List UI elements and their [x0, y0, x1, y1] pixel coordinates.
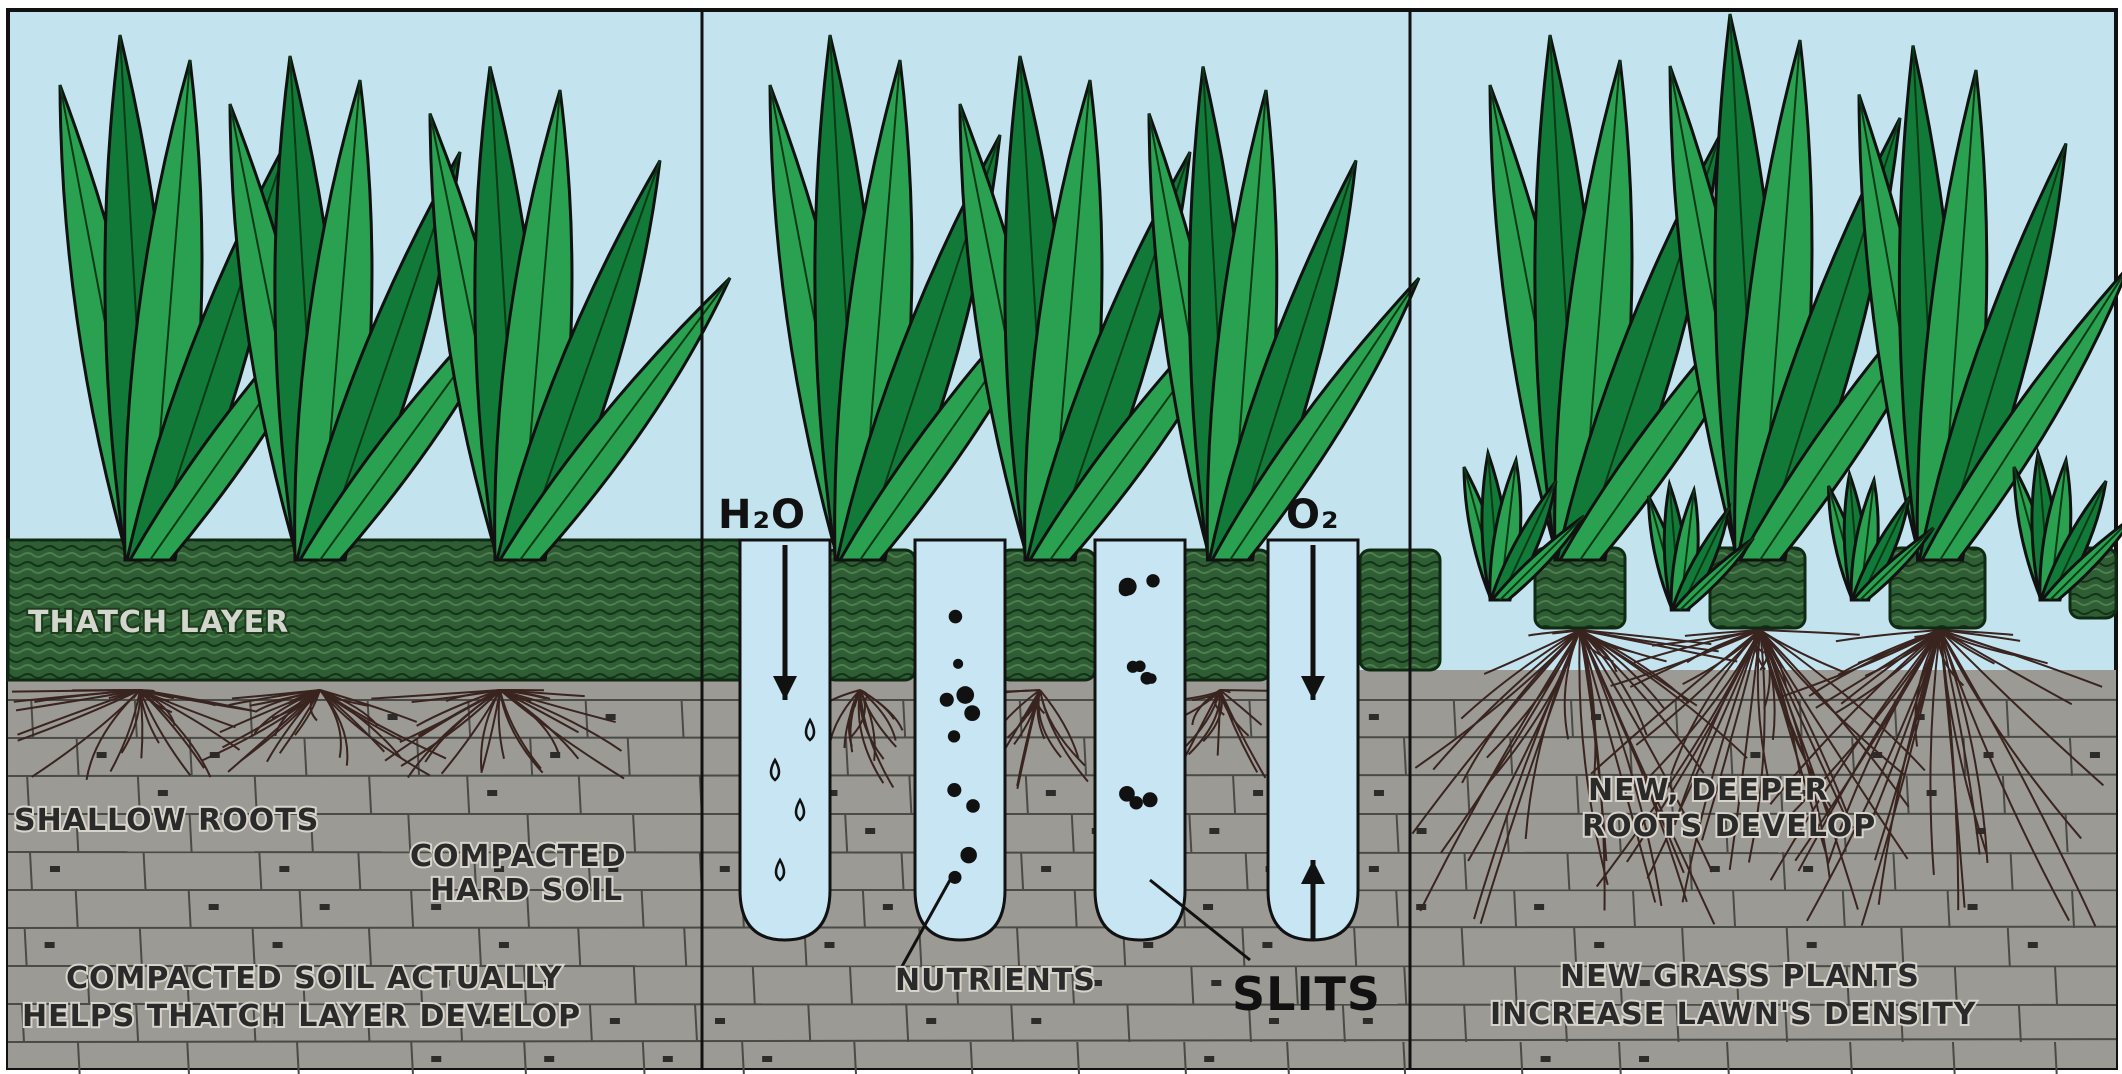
nutrient-particle-icon [1119, 578, 1137, 596]
compacted-soil-label-1: COMPACTED [410, 839, 627, 874]
nutrient-particle-icon [1146, 574, 1159, 587]
slit [1095, 540, 1185, 940]
thatch-clump [1175, 550, 1270, 680]
nutrients-label: NUTRIENTS [895, 963, 1096, 998]
nutrient-particle-icon [1146, 673, 1157, 684]
compacted-soil-label-2: HARD SOIL [430, 873, 623, 908]
nutrient-particle-icon [966, 799, 980, 813]
slits-label: SLITS [1232, 967, 1381, 1021]
note-label-1: COMPACTED SOIL ACTUALLY [66, 961, 563, 996]
thatch-layer-label: THATCH LAYER [28, 605, 289, 640]
nutrient-particle-icon [953, 659, 963, 669]
nutrient-particle-icon [949, 610, 963, 624]
thatch-clump [825, 550, 915, 680]
nutrient-particle-icon [956, 686, 974, 704]
thatch-clump [1360, 550, 1440, 670]
nutrient-particle-icon [940, 693, 954, 707]
deeper-roots-label-1: NEW, DEEPER [1588, 773, 1829, 808]
note-label-2: HELPS THATCH LAYER DEVELOP [22, 999, 581, 1034]
density-label-2: INCREASE LAWN'S DENSITY [1490, 997, 1977, 1032]
density-label-1: NEW GRASS PLANTS [1560, 959, 1920, 994]
thatch-clump [1000, 550, 1095, 680]
nutrient-particle-icon [948, 730, 960, 742]
nutrient-particle-icon [947, 783, 961, 797]
shallow-roots-label: SHALLOW ROOTS [14, 803, 319, 838]
nutrient-particle-icon [964, 705, 980, 721]
nutrient-particle-icon [1130, 796, 1143, 809]
nutrient-particle-icon [960, 847, 976, 863]
nutrient-particle-icon [1143, 792, 1158, 807]
oxygen-label: O₂ [1286, 492, 1340, 538]
water-label: H₂O [718, 492, 806, 538]
deeper-roots-label-2: ROOTS DEVELOP [1582, 809, 1876, 844]
nutrient-particle-icon [1127, 661, 1139, 673]
